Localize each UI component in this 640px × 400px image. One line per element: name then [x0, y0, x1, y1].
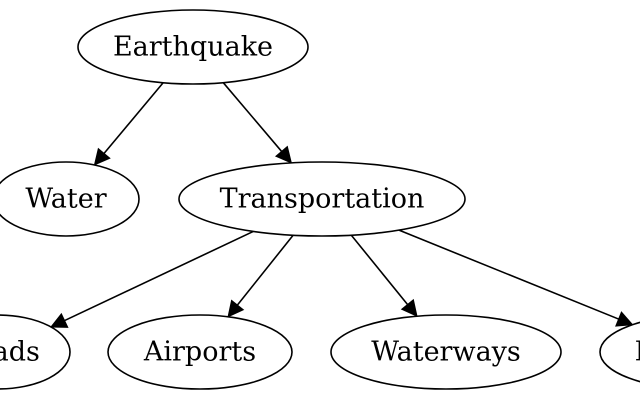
node-ellipse-airports [107, 314, 293, 390]
edge-earthquake-to-transportation [222, 82, 293, 164]
node-ellipse-railroads [599, 321, 640, 383]
node-ellipse-water [0, 161, 140, 237]
edge-line [236, 234, 294, 306]
arrow-head-icon [274, 145, 293, 164]
edge-earthquake-to-water [93, 82, 164, 166]
edge-line [398, 229, 619, 320]
arrow-head-icon [615, 311, 634, 327]
edge-transportation-to-railroads [398, 229, 634, 327]
node-transportation: Transportation [178, 161, 466, 237]
node-roads: Roads [0, 314, 71, 390]
edge-transportation-to-waterways [350, 234, 418, 318]
node-water: Water [0, 161, 140, 237]
node-ellipse-waterways [330, 314, 562, 390]
node-ellipse-transportation [178, 161, 466, 237]
edge-line [350, 234, 409, 306]
node-earthquake: Earthquake [77, 9, 309, 85]
arrow-head-icon [227, 299, 245, 318]
edge-transportation-to-airports [227, 234, 294, 318]
node-ellipse-earthquake [77, 9, 309, 85]
arrow-head-icon [400, 298, 418, 318]
arrow-head-icon [50, 312, 69, 328]
node-label-airports: Airports [143, 337, 256, 368]
edge-transportation-to-roads [50, 230, 254, 328]
arrow-head-icon [93, 147, 111, 166]
node-label-earthquake: Earthquake [113, 32, 273, 63]
edge-line [222, 82, 283, 152]
edge-line [103, 82, 164, 154]
node-waterways: Waterways [330, 314, 562, 390]
node-label-transportation: Transportation [220, 184, 425, 215]
node-label-waterways: Waterways [371, 337, 521, 368]
node-airports: Airports [107, 314, 293, 390]
edge-line [64, 230, 254, 322]
edges-layer [50, 82, 634, 328]
node-railroads: Railroads [599, 321, 640, 383]
node-label-railroads: Railroads [635, 337, 640, 368]
node-label-water: Water [25, 184, 106, 215]
node-ellipse-roads [0, 314, 71, 390]
node-label-roads: Roads [0, 337, 40, 368]
